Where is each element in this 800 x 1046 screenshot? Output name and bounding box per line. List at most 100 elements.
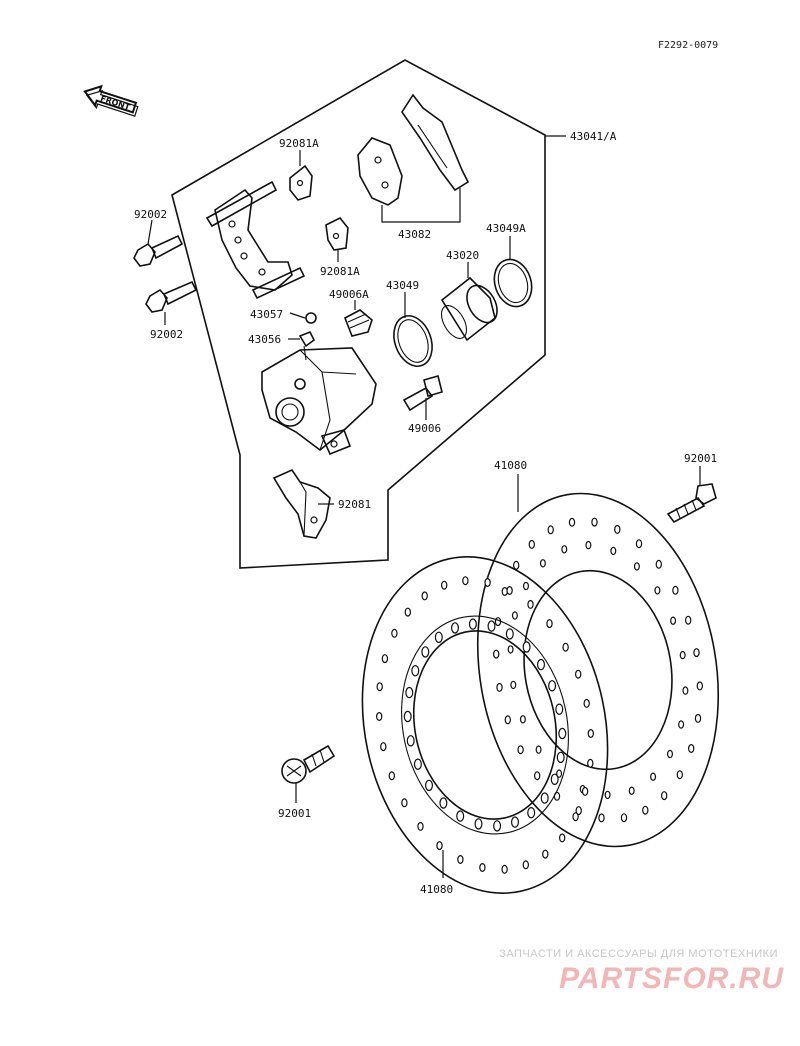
disc-drill-hole bbox=[581, 786, 589, 796]
disc-drill-hole bbox=[522, 860, 530, 870]
leader-43082 bbox=[381, 188, 461, 223]
disc-drill-hole bbox=[413, 758, 422, 770]
disc-drill-hole bbox=[506, 585, 513, 595]
slide-pin-49006 bbox=[402, 375, 443, 412]
callout-92001-left: 92001 bbox=[278, 807, 311, 820]
disc-drill-hole bbox=[562, 642, 569, 652]
disc-drill-hole bbox=[451, 622, 460, 634]
callout-43082: 43082 bbox=[398, 228, 431, 241]
disc-drill-hole bbox=[628, 786, 635, 795]
disc-drill-hole bbox=[635, 539, 643, 549]
diagram-reference-code: F2292-0079 bbox=[658, 40, 718, 51]
disc-drill-hole bbox=[527, 807, 536, 819]
disc-drill-hole bbox=[391, 628, 398, 638]
disc-drill-hole bbox=[522, 581, 529, 591]
disc-drill-hole bbox=[404, 607, 411, 617]
disc-drill-hole bbox=[614, 524, 621, 534]
disc-drill-hole bbox=[493, 649, 500, 659]
disc-bolt-92001-left bbox=[281, 744, 336, 784]
disc-drill-hole bbox=[587, 728, 595, 738]
callout-49006: 49006 bbox=[408, 422, 441, 435]
pad-spring-92081 bbox=[272, 468, 331, 539]
disc-drill-hole bbox=[517, 745, 524, 755]
disc-drill-hole bbox=[388, 771, 395, 781]
disc-drill-hole bbox=[425, 779, 434, 792]
disc-drill-hole bbox=[527, 599, 534, 609]
disc-drill-hole bbox=[568, 517, 576, 527]
disc-drill-hole bbox=[679, 650, 686, 660]
brake-pad-inner bbox=[357, 137, 403, 206]
spring-clip-upper bbox=[289, 164, 313, 201]
disc-drill-hole bbox=[604, 790, 611, 800]
bleeder-valve bbox=[298, 330, 316, 361]
disc-drill-hole bbox=[585, 540, 592, 550]
caliper-piston bbox=[440, 276, 498, 342]
disc-drill-hole bbox=[693, 648, 700, 658]
disc-drill-hole bbox=[556, 769, 563, 778]
disc-drill-hole bbox=[436, 841, 443, 851]
disc-drill-hole bbox=[511, 816, 520, 828]
callout-43057: 43057 bbox=[250, 308, 283, 321]
callout-92002-top: 92002 bbox=[134, 208, 167, 221]
disc-drill-hole bbox=[650, 772, 657, 781]
disc-drill-hole bbox=[559, 833, 566, 843]
disc-drill-hole bbox=[376, 682, 383, 692]
leader-43057 bbox=[289, 312, 306, 319]
disc-drill-hole bbox=[591, 517, 598, 527]
callout-41080-bottom: 41080 bbox=[420, 883, 453, 896]
disc-drill-hole bbox=[468, 618, 477, 630]
brake-pad-outer bbox=[401, 93, 470, 192]
seal-ring-43049 bbox=[393, 315, 433, 367]
disc-drill-hole bbox=[548, 680, 557, 692]
disc-drill-hole bbox=[539, 559, 546, 568]
disc-drill-hole bbox=[550, 773, 559, 786]
disc-drill-hole bbox=[694, 713, 702, 723]
disc-drill-hole bbox=[534, 771, 541, 781]
disc-drill-hole bbox=[535, 745, 542, 754]
disc-drill-hole bbox=[542, 849, 549, 859]
leader-92002-top bbox=[147, 219, 153, 245]
disc-drill-hole bbox=[462, 576, 469, 586]
disc-drill-hole bbox=[457, 854, 464, 864]
callout-41080-top: 41080 bbox=[494, 459, 527, 472]
disc-drill-hole bbox=[682, 686, 689, 695]
disc-drill-hole bbox=[696, 681, 704, 691]
spring-clip-middle bbox=[325, 216, 349, 251]
callout-92081A-top: 92081A bbox=[279, 137, 319, 150]
disc-drill-hole bbox=[661, 791, 668, 801]
disc-drill-hole bbox=[441, 580, 448, 590]
disc-drill-hole bbox=[479, 862, 486, 872]
disc-drill-hole bbox=[688, 743, 695, 753]
brake-disc-front bbox=[361, 556, 609, 894]
disc-drill-hole bbox=[376, 711, 383, 721]
brake-disc-rear bbox=[476, 492, 720, 848]
disc-drill-hole bbox=[496, 682, 503, 692]
disc-drill-hole bbox=[421, 591, 428, 601]
disc-drill-hole bbox=[558, 727, 567, 740]
disc-drill-hole bbox=[642, 805, 649, 815]
bolt-92002-bottom bbox=[145, 280, 198, 313]
disc-drill-hole bbox=[655, 559, 663, 569]
disc-drill-hole bbox=[633, 562, 640, 571]
disc-drill-hole bbox=[439, 797, 448, 809]
callout-92001-right: 92001 bbox=[684, 452, 717, 465]
disc-drill-hole bbox=[556, 751, 565, 764]
disc-drill-hole bbox=[380, 742, 387, 752]
disc-drill-hole bbox=[405, 686, 414, 699]
seal-ring-43049A bbox=[493, 258, 533, 308]
disc-drill-hole bbox=[456, 810, 465, 822]
bleeder-cap bbox=[305, 312, 317, 324]
caliper-bracket bbox=[205, 180, 306, 300]
disc-drill-hole bbox=[474, 818, 483, 830]
disc-drill-hole bbox=[610, 546, 617, 556]
disc-drill-hole bbox=[685, 615, 692, 625]
disc-drill-hole bbox=[587, 758, 594, 768]
disc-drill-hole bbox=[654, 586, 661, 595]
bolt-92002-top bbox=[133, 234, 184, 267]
disc-drill-hole bbox=[421, 646, 430, 658]
callout-43056: 43056 bbox=[248, 333, 281, 346]
disc-drill-hole bbox=[510, 680, 517, 690]
disc-drill-hole bbox=[575, 806, 582, 816]
disc-bolt-92001-right bbox=[666, 483, 717, 524]
disc-drill-hole bbox=[540, 792, 549, 804]
